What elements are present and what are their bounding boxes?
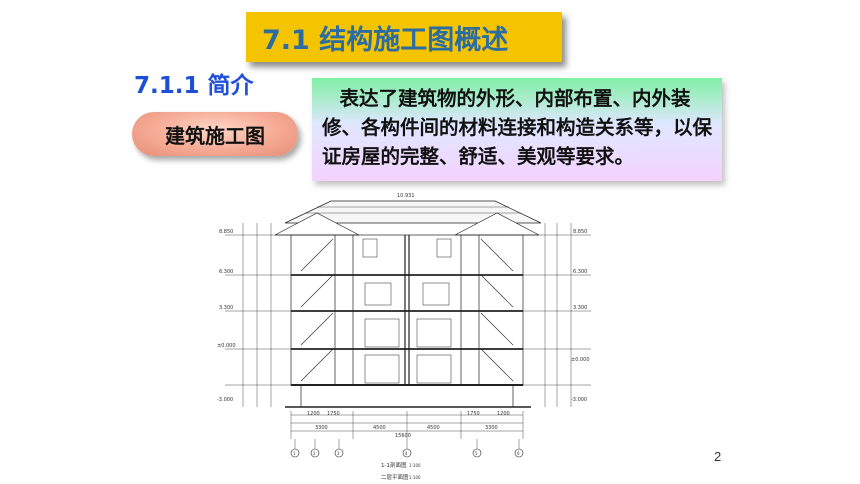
- dim-top-5: 1200: [497, 411, 510, 417]
- axis-2: 2: [313, 451, 316, 456]
- dim-sub-2: 3300: [485, 425, 498, 431]
- right-elev-5: -3.000: [571, 397, 587, 403]
- dim-top-4: 1750: [467, 411, 480, 417]
- left-elev-2: 6.300: [219, 269, 233, 275]
- top-elev: 10.931: [397, 193, 415, 199]
- left-elev-1: 8.850: [219, 229, 233, 235]
- axis-6: 6: [517, 451, 520, 456]
- description-text: 表达了建筑物的外形、内部布置、内外装修、各构件间的材料连接和构造关系等，以保证房…: [322, 87, 713, 168]
- section-subheading: 7.1.1 简介: [134, 73, 254, 99]
- dim-top-2: 1750: [327, 411, 340, 417]
- dim-total: 15600: [395, 433, 411, 439]
- dim-bottom-4: 4500: [427, 425, 440, 431]
- slide-title-text: 7.1 结构施工图概述: [262, 24, 509, 56]
- right-elev-1: 8.850: [573, 229, 587, 235]
- page-number: 2: [714, 449, 722, 464]
- dim-bottom-3: 4500: [373, 425, 386, 431]
- dim-sub-1: 3300: [315, 425, 328, 431]
- right-elev-2: 6.300: [573, 269, 587, 275]
- drawing-caption-scale: 1:100: [409, 463, 421, 468]
- axis-4: 4: [405, 451, 408, 456]
- right-elev-3: 3.300: [573, 305, 587, 311]
- left-elev-4: ±0.000: [217, 343, 236, 349]
- left-elev-5: -3.000: [217, 397, 233, 403]
- tag-label: 建筑施工图: [165, 123, 265, 148]
- drawing-caption: 1-1剖面图: [381, 461, 407, 469]
- axis-1: 1: [293, 451, 296, 456]
- left-elev-3: 3.300: [219, 305, 233, 311]
- axis-3: 3: [337, 451, 340, 456]
- drawing-caption-2: 二层平面图: [381, 473, 409, 481]
- slide-title: 7.1 结构施工图概述: [246, 12, 562, 62]
- right-elev-4: ±0.000: [571, 357, 590, 363]
- axis-5: 5: [475, 451, 478, 456]
- dim-top-1: 1200: [307, 411, 320, 417]
- description-box: 表达了建筑物的外形、内部布置、内外装修、各构件间的材料连接和构造关系等，以保证房…: [312, 78, 722, 181]
- section-drawing: 8.850 6.300 3.300 ±0.000 -3.000 8.850 6.…: [217, 193, 591, 481]
- architectural-drawing-tag: 建筑施工图: [132, 112, 298, 156]
- drawing-caption-2-scale: 1:100: [409, 475, 421, 480]
